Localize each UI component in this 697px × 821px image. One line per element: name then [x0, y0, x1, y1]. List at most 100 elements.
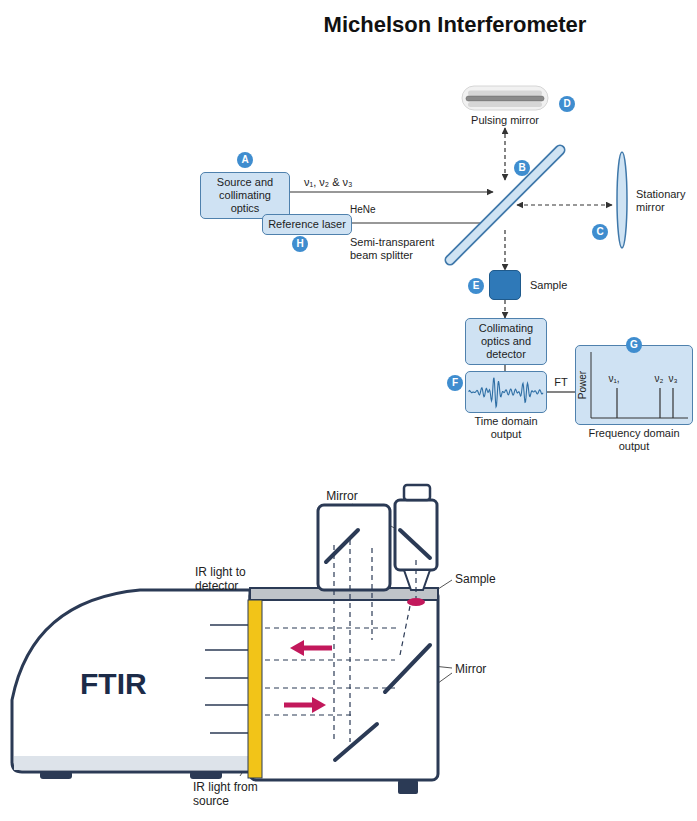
node-text: Collimating optics and detector	[470, 322, 542, 361]
node-text: Stationary mirror	[636, 188, 694, 214]
microscope-housing	[395, 500, 437, 570]
node-text: Time domain output	[466, 415, 546, 441]
pulsing-mirror: Pulsing mirror	[460, 84, 550, 128]
node-text: Pulsing mirror	[450, 114, 560, 127]
spectral-peak	[672, 388, 673, 418]
mirror	[385, 645, 430, 692]
foot	[40, 771, 72, 779]
edge-label: ν₁, ν₂ & ν₃	[302, 176, 355, 189]
part-label: Mirror	[326, 489, 357, 503]
instrument-name: FTIR	[80, 666, 147, 702]
axis-label: Power	[577, 371, 589, 399]
mirror	[326, 530, 358, 562]
body-lines	[205, 625, 248, 733]
mirror	[335, 724, 377, 760]
spectral-peak	[616, 388, 617, 418]
mirror	[400, 530, 430, 558]
mirror-graphic	[612, 150, 632, 250]
splitter-edge	[450, 150, 560, 260]
mirror-plate	[466, 96, 544, 101]
connector-line	[290, 191, 493, 192]
yellow-band	[248, 600, 262, 778]
body-line	[205, 704, 248, 706]
spectral-peak	[659, 388, 660, 418]
beam-path	[265, 687, 395, 688]
mirror-plate	[617, 152, 627, 248]
node-text: Frequency domain output	[576, 427, 692, 453]
beam-path	[333, 545, 334, 742]
peak-label: ν₂	[655, 373, 664, 385]
node-text: Reference laser	[268, 218, 346, 231]
part-label: IR light from source	[193, 780, 265, 808]
splitter-face	[450, 150, 560, 260]
beam-path	[265, 714, 352, 715]
sample-box: Sample	[489, 270, 521, 300]
node-text: Sample	[530, 279, 567, 292]
beam-arrow	[504, 300, 505, 318]
beam-path	[265, 659, 395, 660]
part-label: IR light to detector	[195, 565, 279, 593]
accessory-box	[250, 590, 438, 780]
callout-letter: C	[592, 224, 608, 240]
ir-arrowhead	[290, 640, 304, 656]
mirror-graphic	[460, 84, 550, 114]
ir-arrow	[302, 646, 332, 651]
peak-label: ν₁,	[608, 373, 619, 385]
microscope-housing	[318, 505, 390, 590]
mirror-ghost	[468, 91, 542, 96]
beam-splitter: Semi-transparent beam splitter	[493, 180, 517, 230]
beam-arrow	[504, 128, 505, 180]
beam-arrow	[504, 230, 505, 270]
connector-line	[352, 222, 493, 223]
callout-letter: E	[468, 278, 484, 294]
mirrors	[326, 530, 430, 760]
body-line	[205, 649, 248, 651]
spectrum-axes	[576, 346, 692, 424]
part-label: Sample	[455, 572, 496, 586]
part-label: Mirror	[455, 662, 486, 676]
waveform-line	[469, 378, 543, 407]
edge-label: FT	[552, 376, 569, 389]
beam-paths	[265, 540, 416, 742]
body-line	[210, 732, 248, 734]
ir-arrow	[284, 703, 314, 708]
ir-arrowhead	[312, 697, 326, 713]
motion-blur	[462, 86, 548, 110]
sample-spot	[407, 598, 425, 606]
peak-label: ν₃	[668, 373, 677, 385]
foot	[190, 771, 222, 779]
callout-letter: B	[514, 160, 530, 176]
body-line	[205, 677, 248, 679]
detector-box: Collimating optics and detector	[465, 318, 547, 365]
objective	[404, 570, 430, 590]
spectrometer-body	[12, 590, 250, 772]
node-text: Source and collimating optics	[205, 176, 285, 215]
beam-path	[415, 560, 416, 598]
body-base	[14, 756, 248, 770]
connector-line	[547, 391, 575, 392]
body-line	[210, 624, 248, 626]
axis	[591, 352, 592, 418]
stationary-mirror: Stationary mirror	[612, 150, 632, 250]
callout-letter: H	[292, 236, 308, 252]
callout-letter: F	[447, 375, 463, 391]
beam-path	[400, 606, 410, 655]
callout-letter: D	[559, 96, 575, 112]
node-text: Semi-transparent beam splitter	[350, 236, 442, 262]
foot	[398, 780, 418, 794]
laser-box: Reference laser	[262, 214, 352, 235]
diagram-title: Michelson Interferometer	[255, 12, 655, 38]
microscope-cap	[404, 485, 430, 500]
beam-path	[371, 548, 372, 640]
waveform	[466, 372, 546, 412]
laser-type: HeNe	[350, 204, 376, 216]
callout-letter: A	[237, 152, 253, 168]
splitter-graphic	[493, 180, 517, 230]
frequency-domain-box: Frequency domain output	[575, 345, 693, 425]
beam-arrow	[517, 204, 612, 205]
callout-letter: G	[626, 337, 642, 353]
beam-path	[265, 627, 398, 628]
beam-path	[349, 540, 350, 742]
source-box: Source and collimating optics	[200, 172, 290, 219]
